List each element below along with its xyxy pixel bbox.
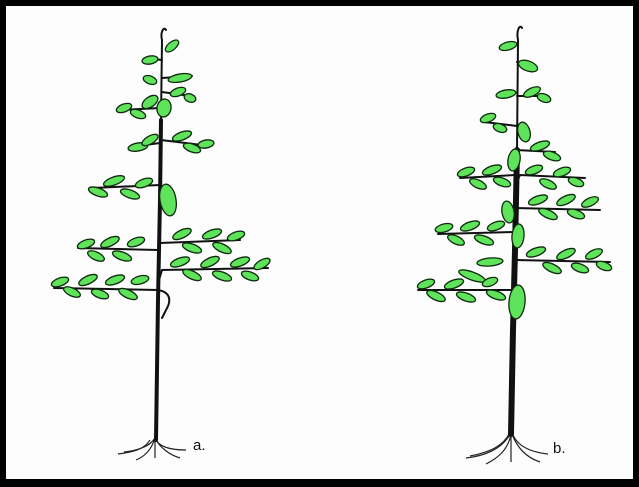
tree-b-roots [466,432,548,464]
tree-a-roots [118,438,186,460]
panel-a-label: a. [193,437,206,454]
panel-b-label: b. [553,440,566,457]
tree-b [416,27,613,464]
tree-a [50,29,272,460]
